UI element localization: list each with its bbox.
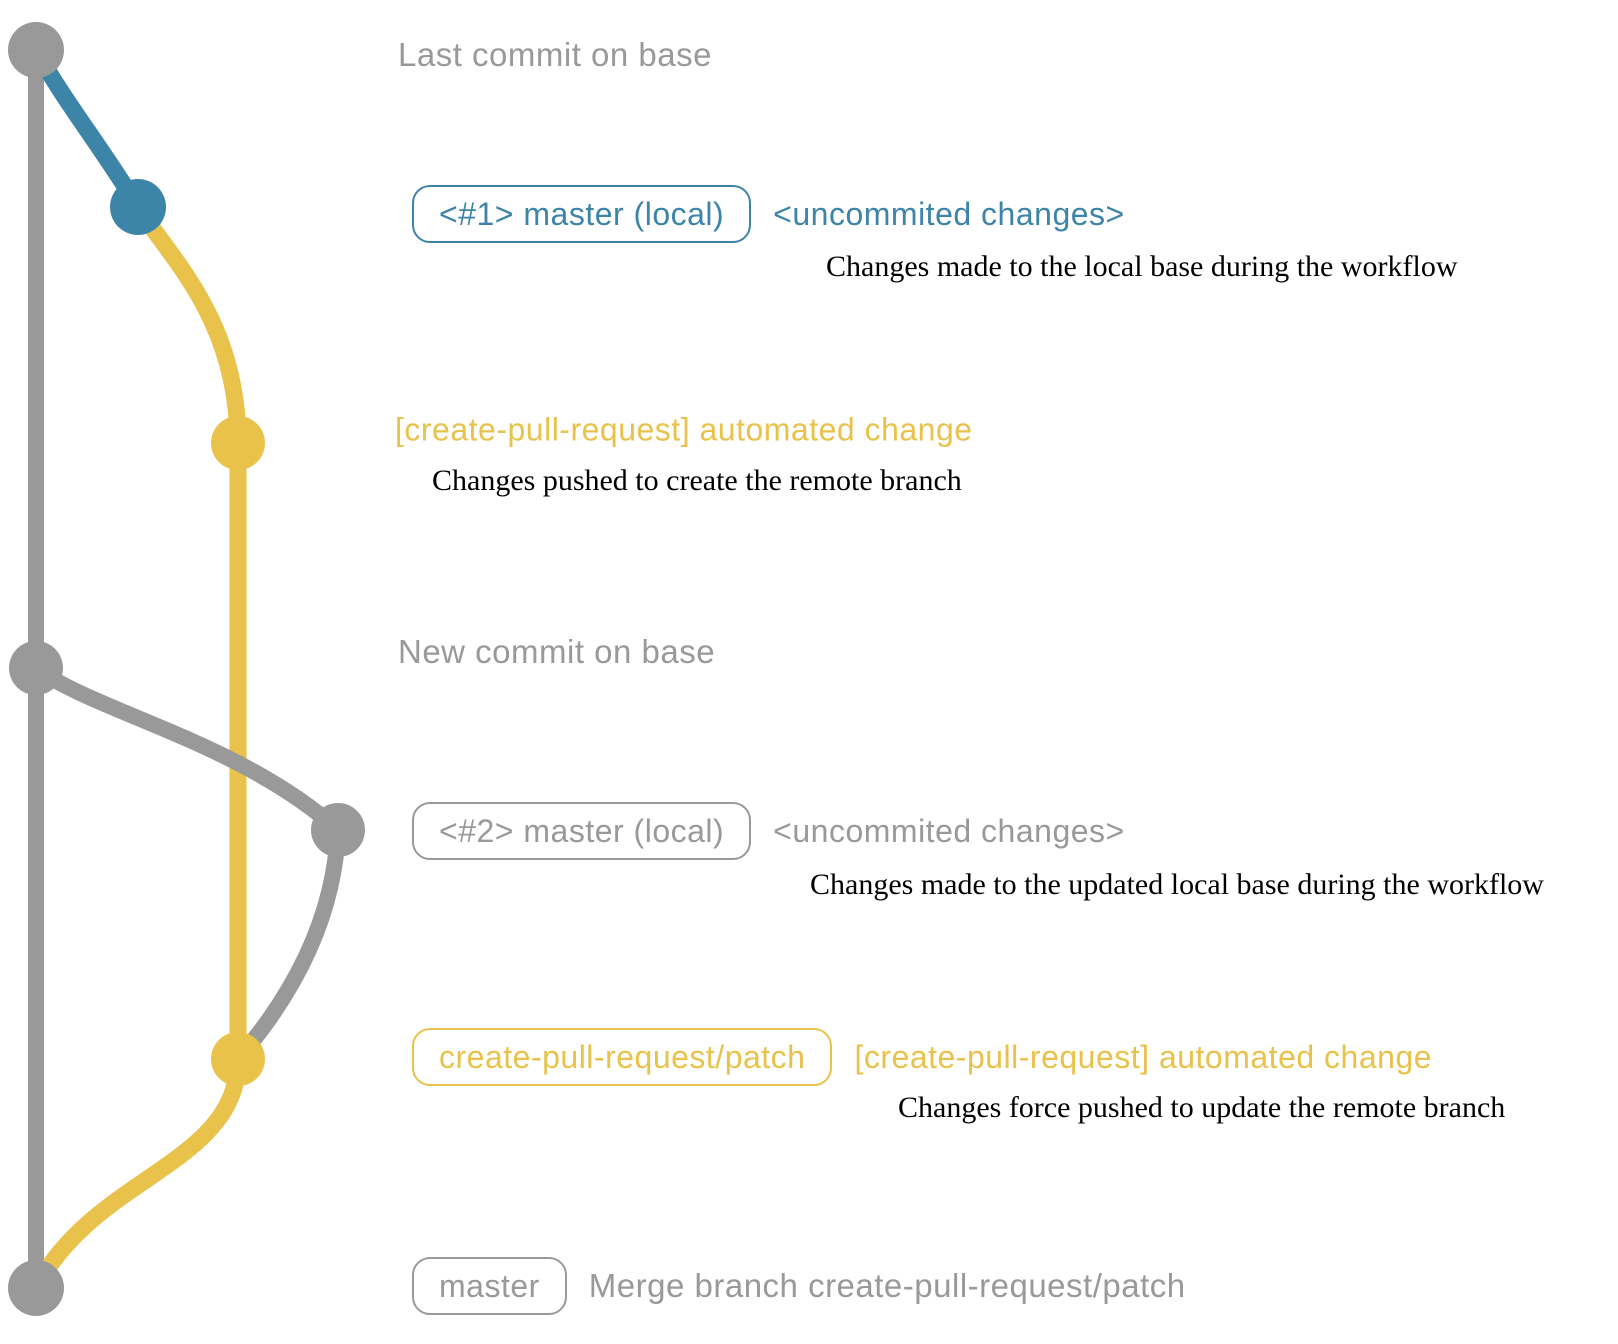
commit-dot-new-base: [9, 641, 63, 695]
row-local-master-2: <#2> master (local) <uncommited changes>: [412, 802, 1125, 860]
commit-dot-merge: [8, 1260, 64, 1316]
note-local-base-changes: Changes made to the local base during th…: [826, 250, 1458, 283]
commit-dot-last-base: [8, 22, 64, 78]
commit-message-uncommited-1: <uncommited changes>: [773, 195, 1125, 232]
commit-dot-patch-1: [211, 416, 265, 470]
branch-badge-local-master-2: <#2> master (local): [412, 802, 752, 860]
row-merge: master Merge branch create-pull-request/…: [412, 1257, 1186, 1315]
local-master-2-curve-in: [231, 829, 346, 1065]
patch-merge-curve: [28, 1058, 247, 1292]
commit-dot-patch-2: [211, 1032, 265, 1086]
commit-message-uncommited-2: <uncommited changes>: [773, 812, 1125, 849]
row-patch-branch: create-pull-request/patch [create-pull-r…: [412, 1028, 1432, 1086]
commit-message-merge: Merge branch create-pull-request/patch: [588, 1267, 1186, 1304]
commit-message-automated-change-2: [create-pull-request] automated change: [854, 1038, 1433, 1075]
note-pushed-create-remote: Changes pushed to create the remote bran…: [432, 464, 962, 497]
local-master-1-curve: [28, 45, 146, 212]
commit-message-automated-change-1: [create-pull-request] automated change: [395, 411, 973, 448]
local-master-2-curve-out: [31, 661, 344, 836]
label-last-commit-on-base: Last commit on base: [398, 36, 712, 73]
label-new-commit-on-base: New commit on base: [398, 633, 716, 670]
patch-branch-line: [130, 202, 247, 1059]
note-updated-local-base-changes: Changes made to the updated local base d…: [810, 868, 1544, 901]
branch-badge-local-master-1: <#1> master (local): [412, 185, 752, 243]
row-local-master-1: <#1> master (local) <uncommited changes>: [412, 185, 1125, 243]
branch-badge-master: master: [412, 1257, 567, 1315]
branch-badge-patch: create-pull-request/patch: [412, 1028, 833, 1086]
commit-dot-local-master-2: [311, 803, 365, 857]
note-force-pushed-update-remote: Changes force pushed to update the remot…: [898, 1091, 1506, 1124]
commit-dot-local-master-1: [110, 179, 166, 235]
